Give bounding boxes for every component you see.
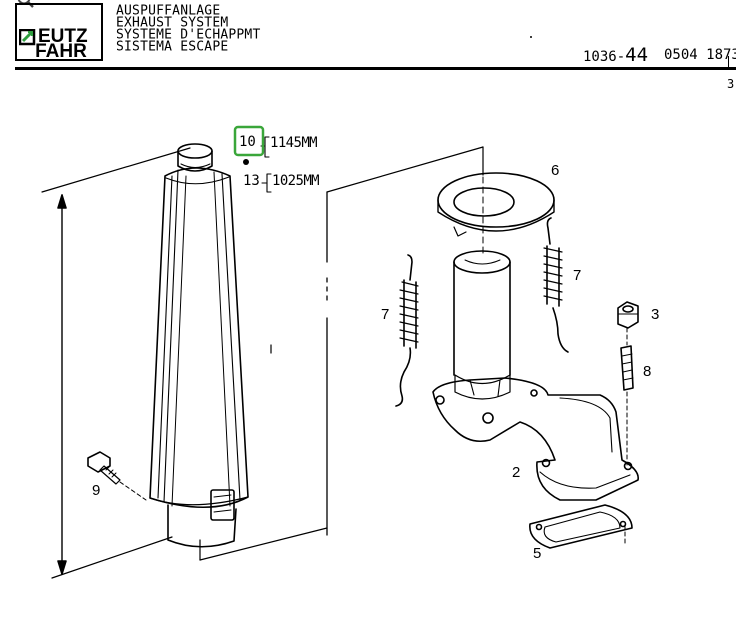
doc-dash: - bbox=[616, 49, 626, 65]
logo-line1: EUTZ bbox=[38, 26, 88, 47]
header-rule-stub bbox=[728, 56, 729, 68]
header-rule bbox=[15, 67, 736, 70]
callout-9: 9 bbox=[92, 482, 101, 499]
title-en: EXHAUST SYSTEM bbox=[116, 14, 229, 31]
title-es: SISTEMA ESCAPE bbox=[116, 38, 229, 55]
gasket-ring bbox=[437, 172, 555, 256]
screw bbox=[87, 451, 147, 501]
doc-prefix: 1036 bbox=[583, 49, 617, 65]
nut-and-stud bbox=[617, 301, 639, 546]
silencer-pipe bbox=[149, 143, 272, 548]
spring-right bbox=[543, 217, 569, 353]
logo-line2: FAHR bbox=[35, 41, 87, 62]
callout-8: 8 bbox=[643, 363, 652, 380]
doc-number: 1036-44 bbox=[583, 44, 648, 66]
callout-7-left: 7 bbox=[381, 306, 390, 323]
callout-2: 2 bbox=[512, 464, 521, 481]
speck bbox=[530, 36, 532, 38]
highlight-box bbox=[233, 125, 265, 157]
callout-5: 5 bbox=[533, 545, 542, 562]
page-marker: 3 bbox=[727, 77, 735, 91]
title-fr: SYSTEME D'ECHAPPMT bbox=[116, 26, 261, 43]
spring-left bbox=[395, 254, 419, 407]
exhaust-tube bbox=[453, 250, 511, 376]
logo-mark-icon bbox=[19, 29, 36, 46]
gasket-plate bbox=[529, 504, 633, 549]
callout-10: 10 bbox=[239, 134, 256, 150]
callout-13-length: 1025MM bbox=[272, 173, 320, 189]
exhaust-manifold bbox=[432, 374, 639, 501]
doc-code: 0504 1873 bbox=[664, 47, 736, 63]
callout-13: 13 bbox=[243, 173, 260, 189]
title-de: AUSPUFFANLAGE bbox=[116, 2, 221, 19]
callout-10-length: 1145MM bbox=[270, 135, 318, 151]
callout-dot bbox=[243, 159, 249, 165]
brand-logo: EUTZ FAHR bbox=[15, 3, 103, 61]
callout-7-right: 7 bbox=[573, 267, 582, 284]
callout-3: 3 bbox=[651, 306, 660, 323]
callout-6: 6 bbox=[551, 162, 560, 179]
doc-page: 44 bbox=[625, 44, 649, 66]
length-dimension bbox=[41, 147, 191, 579]
assembly-frame bbox=[199, 146, 484, 561]
